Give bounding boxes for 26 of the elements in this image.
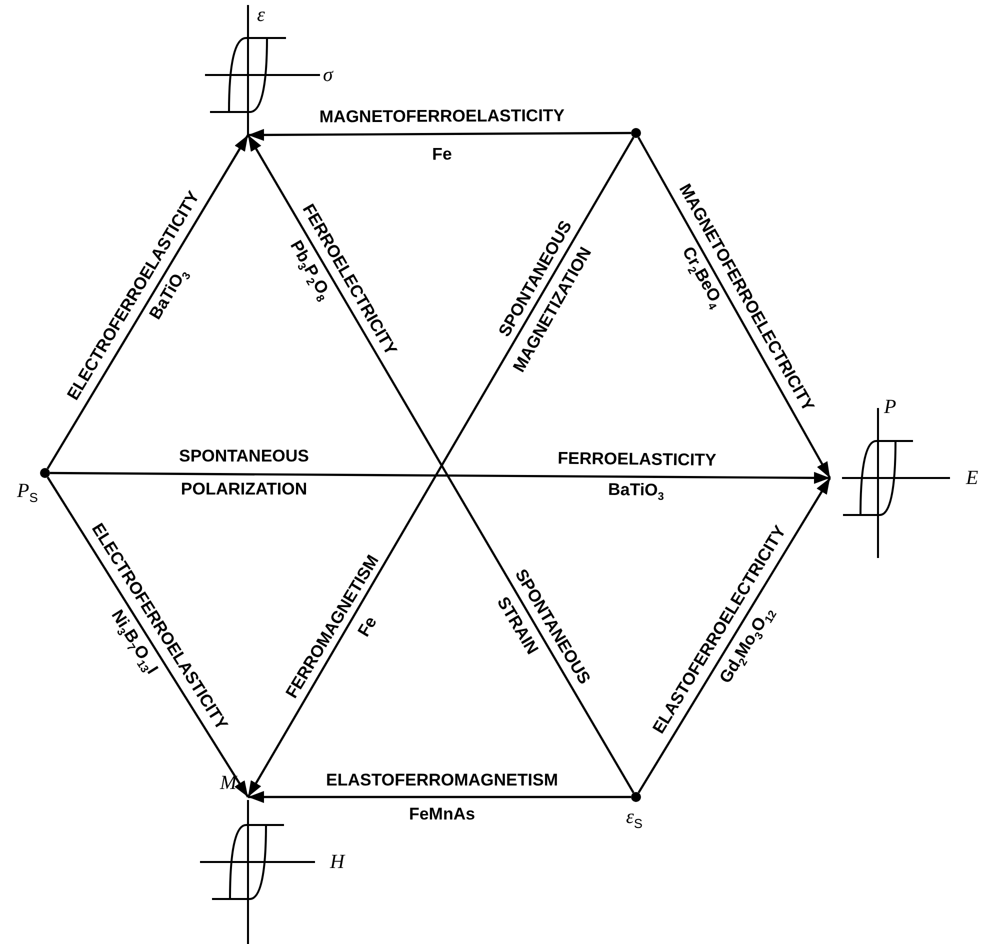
text-label: Fe [432,146,452,164]
axis-label: E [966,468,978,488]
edge-label: MAGNETOFERROELASTICITY [319,107,565,127]
axis-label: ε$_{S}$ [626,807,643,830]
arrow [46,476,249,798]
text-label: FeMnAs [408,806,476,824]
axis-label: P$_{S}$ [17,481,38,504]
arrow [248,128,631,141]
arrow [638,477,831,794]
arrow [50,472,830,484]
axis-label: M [220,773,237,793]
axis-label: ε [257,5,265,25]
axis-label: H [330,852,344,872]
arrow [248,791,631,803]
arrow [638,136,831,479]
axis-label: σ [323,65,333,85]
text-label: BaTiO$_{3}$ [608,481,664,504]
axis-label: P [884,397,896,417]
arrow [46,134,249,470]
junction-dot [631,792,641,802]
edge-label: ELASTOFERROMAGNETISM [326,772,558,790]
edge-label: FERROELASTICITY [557,449,716,470]
text-label: POLARIZATION [180,480,308,500]
text-label: SPONTANEOUS [178,448,310,466]
junction-dot [631,128,641,138]
junction-dot [40,468,50,478]
